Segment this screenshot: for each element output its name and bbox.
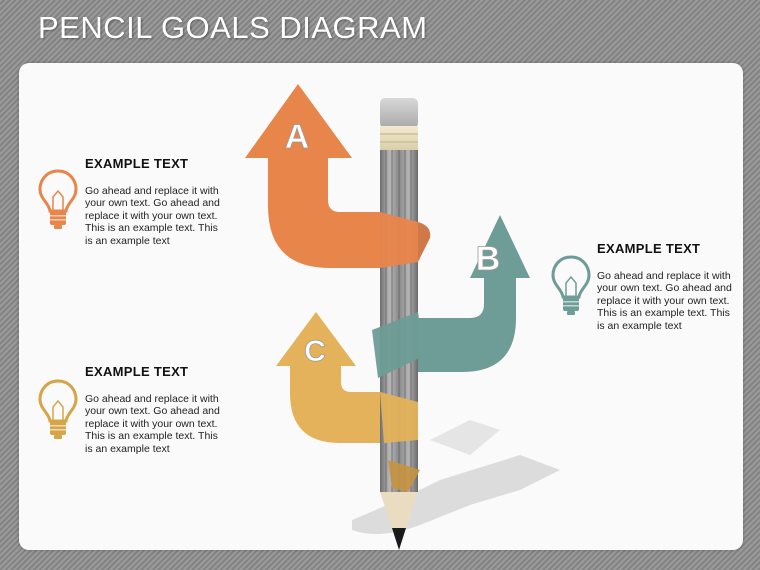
block-a-line: is an example text: [85, 234, 170, 247]
arrow-b-shape: [418, 215, 530, 372]
block-b-line: your own text. Go ahead and: [597, 282, 732, 295]
lightbulb-icon: [551, 255, 591, 315]
block-b-line: This is an example text. This: [597, 307, 730, 320]
block-a-line: replace it with your own text.: [85, 209, 218, 222]
block-a-text: Go ahead and replace it with your own te…: [85, 185, 220, 247]
lightbulb-icon: [38, 379, 78, 439]
block-b-line: replace it with your own text.: [597, 294, 730, 307]
block-b-text: Go ahead and replace it with your own te…: [597, 270, 732, 332]
block-b-line: Go ahead and replace it with: [597, 270, 731, 282]
block-b-line: is an example text: [597, 319, 682, 332]
block-c-line: replace it with your own text.: [85, 417, 218, 430]
arrow-a-letter: A: [285, 118, 310, 156]
arrow-c: C: [276, 312, 384, 443]
arrow-c-shape: [276, 312, 384, 443]
block-a-line: This is an example text. This: [85, 222, 218, 235]
pencil-ferrule: [380, 126, 418, 150]
pencil-wood-tip: [380, 492, 418, 528]
pencil-lead: [392, 528, 406, 550]
floor-shadow-branch: [430, 420, 500, 455]
block-c-heading: EXAMPLE TEXT: [85, 364, 189, 379]
arrow-b: B: [418, 215, 530, 372]
arrow-c-letter: C: [304, 335, 326, 368]
slide-title: PENCIL GOALS DIAGRAM: [38, 10, 428, 45]
block-c-line: Go ahead and replace it with: [85, 393, 219, 405]
block-a-heading: EXAMPLE TEXT: [85, 156, 189, 171]
block-c-line: is an example text: [85, 442, 170, 455]
block-c-line: your own text. Go ahead and: [85, 405, 220, 418]
arrow-a-shape: [245, 84, 380, 268]
pencil-eraser: [380, 98, 418, 128]
block-c-text: Go ahead and replace it with your own te…: [85, 393, 220, 455]
arrow-b-letter: B: [476, 240, 501, 278]
block-c-line: This is an example text. This: [85, 430, 218, 443]
ribbon-wrap: [372, 212, 431, 492]
block-b-heading: EXAMPLE TEXT: [597, 241, 701, 256]
block-a-line: Go ahead and replace it with: [85, 185, 219, 197]
block-a-line: your own text. Go ahead and: [85, 197, 220, 210]
arrow-a: A: [245, 84, 380, 268]
lightbulb-icon: [38, 169, 78, 229]
